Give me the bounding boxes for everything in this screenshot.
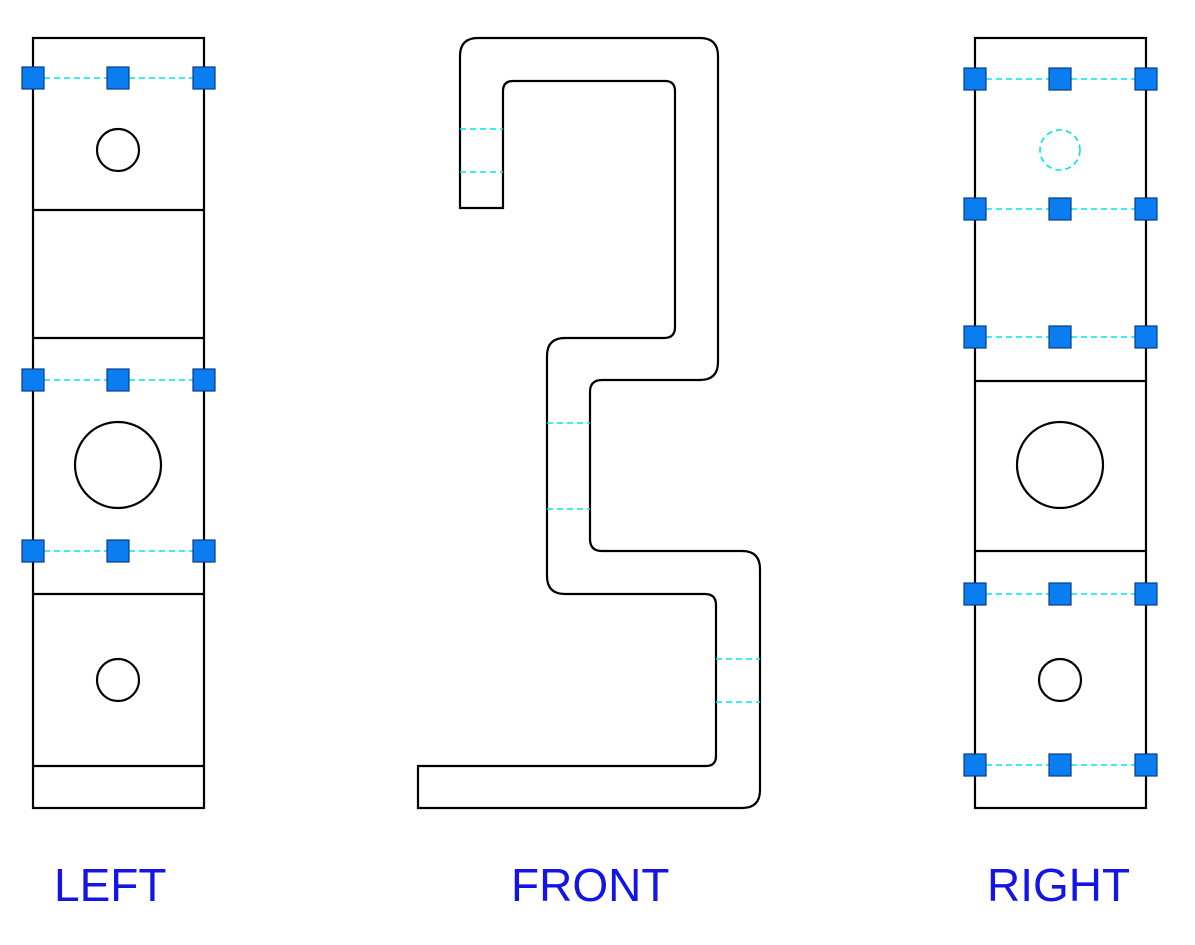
right-view-hole-large: [1015, 420, 1105, 510]
left-view-hole-small: [95, 657, 141, 703]
grip-icon[interactable]: [192, 539, 216, 563]
grip-icon[interactable]: [106, 66, 130, 90]
grip-icon[interactable]: [963, 582, 987, 606]
grip-icon[interactable]: [1134, 197, 1158, 221]
left-grip-row[interactable]: [21, 66, 216, 90]
right-grip-row[interactable]: [963, 753, 1158, 777]
right-grip-row[interactable]: [963, 197, 1158, 221]
grip-icon[interactable]: [106, 368, 130, 392]
left-view[interactable]: [21, 36, 216, 810]
grip-icon[interactable]: [963, 325, 987, 349]
right-grip-row[interactable]: [963, 582, 1158, 606]
right-view[interactable]: [963, 36, 1158, 810]
grip-icon[interactable]: [1134, 67, 1158, 91]
front-view-profile: [416, 36, 762, 810]
right-view-outline: [973, 36, 1148, 810]
right-view-hole-small: [1037, 657, 1083, 703]
left-view-label: LEFT: [54, 859, 167, 911]
grip-icon[interactable]: [963, 753, 987, 777]
grip-icon[interactable]: [1134, 325, 1158, 349]
front-view[interactable]: [416, 36, 762, 810]
grip-icon[interactable]: [1134, 753, 1158, 777]
left-view-outline: [31, 36, 206, 810]
left-grip-row[interactable]: [21, 368, 216, 392]
right-view-label: RIGHT: [987, 859, 1131, 911]
grip-icon[interactable]: [1134, 582, 1158, 606]
left-view-hole-small: [95, 127, 141, 173]
grip-icon[interactable]: [963, 67, 987, 91]
grip-icon[interactable]: [1048, 325, 1072, 349]
left-grip-row[interactable]: [21, 539, 216, 563]
grip-icon[interactable]: [963, 197, 987, 221]
left-view-hole-large: [73, 420, 163, 510]
grip-icon[interactable]: [21, 539, 45, 563]
grip-icon[interactable]: [106, 539, 130, 563]
grip-icon[interactable]: [1048, 753, 1072, 777]
right-view-hidden-hole: [1039, 129, 1081, 171]
front-view-label: FRONT: [511, 859, 670, 911]
grip-icon[interactable]: [1048, 582, 1072, 606]
grip-icon[interactable]: [1048, 67, 1072, 91]
right-grip-row[interactable]: [963, 325, 1158, 349]
grip-icon[interactable]: [192, 368, 216, 392]
grip-icon[interactable]: [1048, 197, 1072, 221]
grip-icon[interactable]: [21, 66, 45, 90]
grip-icon[interactable]: [21, 368, 45, 392]
right-grip-row[interactable]: [963, 67, 1158, 91]
grip-icon[interactable]: [192, 66, 216, 90]
